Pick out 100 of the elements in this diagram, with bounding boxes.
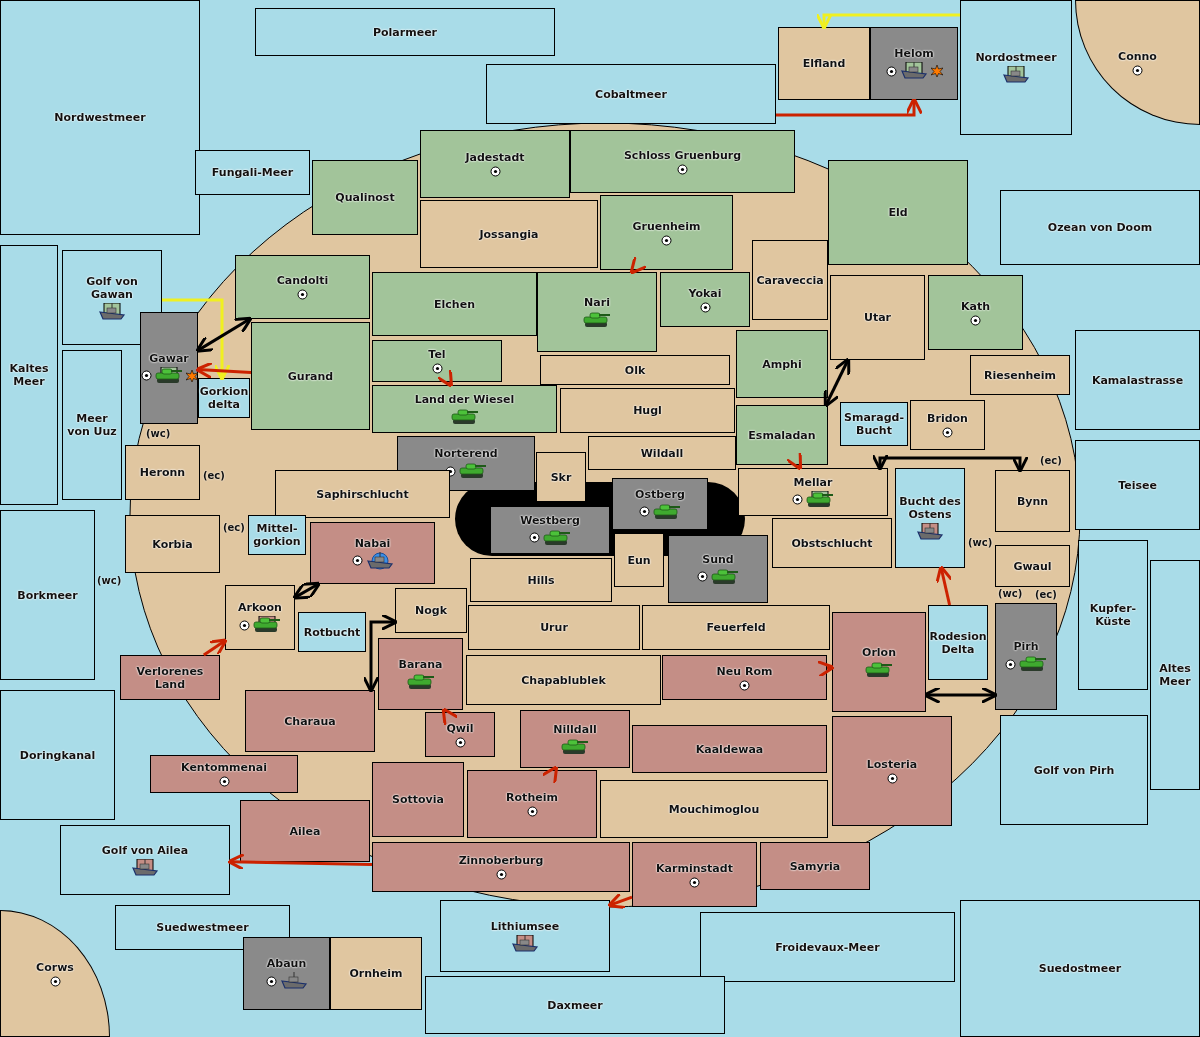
coast-label: (ec) (1035, 589, 1057, 601)
territory-region (560, 388, 735, 433)
region-name: Saphirschlucht (315, 487, 410, 501)
region-name: Karminstadt (655, 861, 734, 875)
region-name: Neu Rom (715, 664, 774, 678)
passage-arrow (362, 613, 398, 693)
region-name: Arkoon (237, 601, 283, 614)
sea-region (840, 402, 908, 446)
sea-name: Smaragd-Bucht (843, 411, 905, 437)
move-arrow (816, 660, 835, 678)
region-name: Pirh (1012, 640, 1040, 653)
region-name: Jadestadt (464, 151, 526, 164)
sea-region (298, 612, 366, 652)
passage-arrow (871, 453, 1029, 473)
sea-region (1000, 715, 1148, 825)
territory-region (420, 130, 570, 198)
sea-region (198, 378, 250, 418)
region-name: Mouchimoglou (667, 802, 761, 816)
region-name: Samyria (788, 859, 842, 873)
region-name: Hugl (632, 404, 663, 417)
territory-region (540, 355, 730, 385)
territory-region (310, 522, 435, 584)
region-name: Eld (887, 206, 909, 219)
territory-region (312, 160, 418, 235)
sea-name: Kaltes Meer (8, 362, 50, 388)
sea-name: Altes Meer (1158, 662, 1192, 688)
sea-region (1000, 190, 1200, 265)
sea-region (0, 690, 115, 820)
region-name: Abaun (265, 957, 308, 970)
sea-name: Rodesion Delta (928, 629, 988, 656)
territory-region (245, 690, 375, 752)
territory-region (738, 468, 888, 516)
sea-region (115, 905, 290, 950)
region-name: Westberg (519, 513, 581, 527)
coast-label: (wc) (97, 575, 122, 587)
region-name: Conno (1117, 49, 1158, 63)
territory-region (832, 612, 926, 712)
sea-name: Golf von Gawan (85, 274, 139, 301)
region-name: Bridon (926, 412, 969, 425)
territory-region (612, 478, 708, 530)
region-name: Heronn (138, 466, 187, 479)
region-name: Amphi (761, 357, 803, 371)
territory-region (570, 130, 795, 193)
territory-region (372, 340, 502, 382)
sea-name: Fungali-Meer (210, 166, 295, 179)
territory-region (910, 400, 985, 450)
region-name: Gurand (286, 369, 335, 383)
territory-region (470, 558, 612, 602)
sea-region (928, 605, 988, 680)
territory-region (537, 272, 657, 352)
region-name: Nogk (414, 604, 448, 617)
region-name: Esmaladan (747, 428, 817, 442)
region-name: Corws (35, 960, 75, 974)
region-name: Land der Wiesel (413, 392, 516, 406)
territory-region (425, 712, 495, 757)
region-name: Nari (583, 295, 611, 309)
region-name: Urur (539, 621, 569, 634)
sea-name: Gorkion delta (198, 385, 250, 411)
territory-region (372, 762, 464, 837)
territory-region (995, 603, 1057, 710)
territory-region (828, 160, 968, 265)
region-name: Obstschlucht (790, 536, 874, 550)
sea-region (255, 8, 555, 56)
region-name: Schloss Gruenburg (622, 148, 743, 162)
territory-region (466, 655, 661, 705)
region-name: Chapablublek (520, 673, 607, 687)
sea-name: Kamalastrasse (1090, 373, 1185, 387)
coast-label: (ec) (203, 470, 225, 482)
move-arrow (441, 707, 460, 727)
region-name: Sottovia (391, 793, 445, 806)
territory-region (736, 405, 828, 465)
coast-label: (ec) (1040, 455, 1062, 467)
region-name: Gwaul (1012, 559, 1053, 573)
sea-name: Nordwestmeer (53, 111, 147, 124)
region-name: Korbia (151, 537, 194, 551)
sea-name: Polarmeer (371, 25, 438, 39)
region-name: Qualinost (334, 191, 396, 204)
sea-region (62, 350, 122, 500)
sea-region (0, 0, 200, 235)
sea-name: Ozean von Doom (1046, 221, 1154, 234)
passage-arrow (823, 357, 851, 408)
region-name: Nabai (353, 536, 392, 550)
region-name: Charaua (283, 714, 337, 728)
territory-region (832, 716, 952, 826)
region-name: Ailea (288, 824, 322, 838)
sea-region (62, 250, 162, 345)
sea-region (486, 64, 776, 124)
move-arrow (935, 565, 953, 606)
territory-region (632, 725, 827, 773)
sea-name: Mittel-gorkion (252, 522, 302, 548)
sea-name: Golf von Pirh (1032, 763, 1116, 777)
region-name: Elfland (801, 57, 847, 70)
region-name: Rotheim (505, 791, 559, 804)
region-name: Barana (397, 657, 444, 671)
territory-region (662, 655, 827, 700)
territory-region (995, 545, 1070, 587)
region-name: Sund (701, 552, 735, 566)
territory-region (668, 535, 768, 603)
sea-region (1075, 330, 1200, 430)
region-name: Kaaldewaa (694, 742, 765, 756)
